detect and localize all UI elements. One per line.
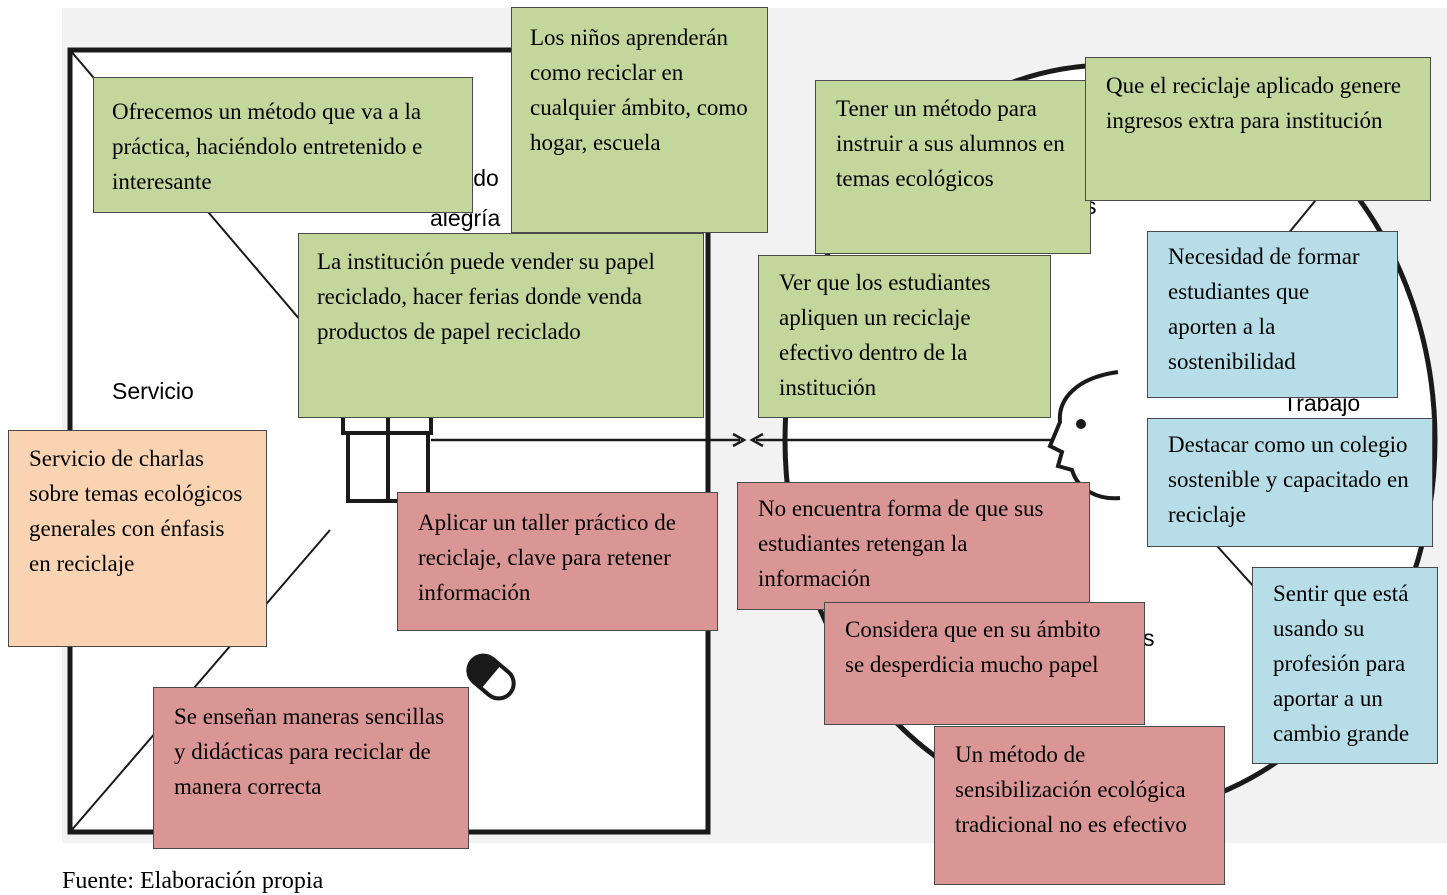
fit-arrows: [431, 432, 1052, 448]
customer-face-icon: [1047, 370, 1121, 501]
note-paper-waste: Considera que en su ámbito se desperdici…: [824, 602, 1145, 725]
note-method-practice: Ofrecemos un método que va a la práctica…: [93, 77, 473, 213]
note-effective-recycling: Ver que los estudiantes apliquen un reci…: [758, 255, 1051, 418]
source-footer: Fuente: Elaboración propia: [62, 868, 324, 894]
note-simple-ways: Se enseñan maneras sencillas y didáctica…: [153, 687, 469, 849]
note-retain-info: No encuentra forma de que sus estudiante…: [737, 482, 1090, 610]
note-kids-learn: Los niños aprenderán como reciclar en cu…: [511, 7, 768, 233]
service-label: Servicio: [112, 378, 194, 404]
note-sell-paper: La institución puede vender su papel rec…: [298, 233, 704, 418]
note-sustainable-school: Destacar como un colegio sostenible y ca…: [1147, 418, 1433, 547]
note-have-method: Tener un método para instruir a sus alum…: [815, 80, 1091, 254]
note-profession-change: Sentir que está usando su profesión para…: [1252, 567, 1438, 764]
value-map-diagonal-bottom: [69, 529, 331, 833]
gift-icon: [341, 403, 433, 503]
note-practical-workshop: Aplicar un taller práctico de reciclaje,…: [397, 492, 718, 631]
note-train-students: Necesidad de formar estudiantes que apor…: [1147, 231, 1398, 398]
note-traditional-method: Un método de sensibilización ecológica t…: [934, 726, 1225, 885]
note-extra-income: Que el reciclaje aplicado genere ingreso…: [1085, 57, 1431, 201]
s-fragment-bottom: s: [1143, 625, 1155, 651]
pill-icon: [466, 653, 516, 701]
note-talks-service: Servicio de charlas sobre temas ecológic…: [8, 430, 267, 647]
